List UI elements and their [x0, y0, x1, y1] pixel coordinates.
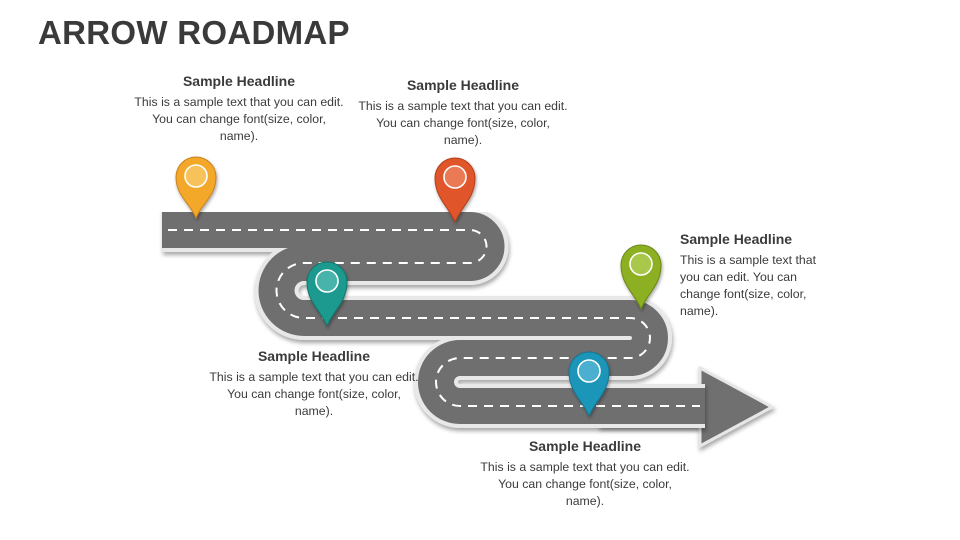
milestone-4: Sample Headline This is a sample text th… [209, 348, 419, 420]
pin-red [434, 157, 476, 224]
milestone-text: This is a sample text that you can edit.… [134, 95, 344, 143]
pin-teal [306, 261, 348, 328]
milestone-headline: Sample Headline [182, 73, 296, 89]
milestone-headline: Sample Headline [257, 348, 371, 364]
milestone-1: Sample Headline This is a sample text th… [134, 73, 344, 145]
milestone-headline: Sample Headline [528, 438, 642, 454]
milestone-5: Sample Headline This is a sample text th… [480, 438, 690, 510]
milestone-headline: Sample Headline [406, 77, 520, 93]
milestone-text: This is a sample text that you can edit.… [358, 99, 568, 147]
pin-green [620, 244, 662, 311]
milestone-2: Sample Headline This is a sample text th… [358, 77, 568, 149]
pin-blue [568, 351, 610, 418]
milestone-text: This is a sample text that you can edit.… [209, 370, 419, 418]
milestone-3: Sample Headline This is a sample text th… [680, 231, 820, 320]
milestone-headline: Sample Headline [680, 231, 793, 247]
milestone-text: This is a sample text that you can edit.… [480, 460, 690, 508]
milestone-text: This is a sample text that you can edit.… [680, 253, 817, 318]
lane-markings [168, 229, 700, 407]
slide-title: ARROW ROADMAP [38, 14, 350, 51]
pin-orange [175, 156, 217, 220]
